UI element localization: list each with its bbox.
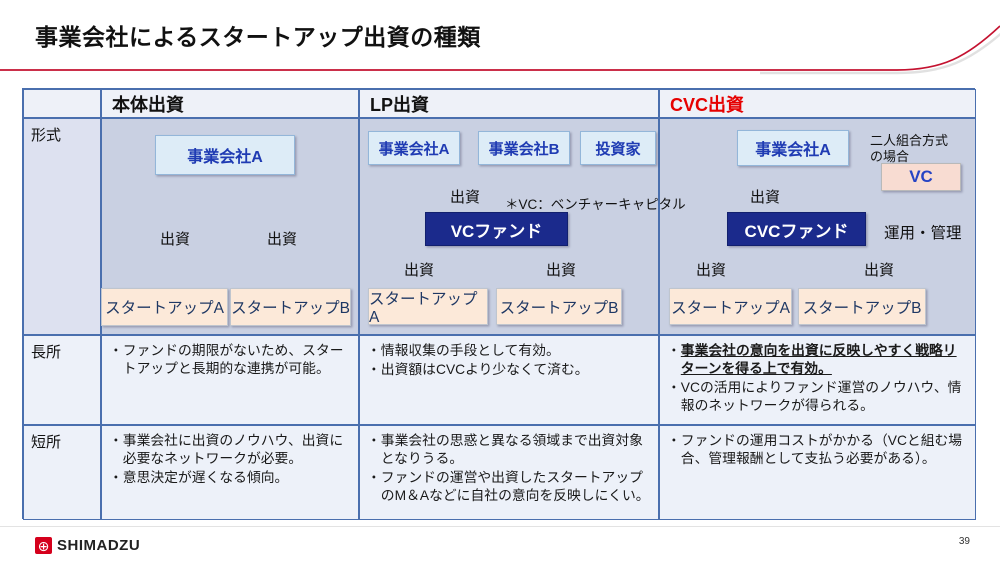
- page-number: 39: [958, 536, 970, 547]
- direct-startup-a-box: スタートアップA: [101, 288, 228, 326]
- cons-lp-1: 事業会社の思惑と異なる領域まで出資対象となりうる。: [380, 433, 643, 466]
- two-person-note: 二人組合方式 の場合: [870, 133, 955, 164]
- direct-invest-label-a: 出資: [160, 231, 191, 248]
- cvc-startup-a-box: スタートアップA: [669, 288, 792, 325]
- cons-cvc-1: ファンドの運用コストがかかる（VCと組む場合、管理報酬として支払う必要がある）。: [680, 433, 963, 466]
- pros-cvc-2: VCの活用によりファンド運営のノウハウ、情報のネットワークが得られる。: [680, 379, 962, 413]
- direct-company-box: 事業会社A: [155, 135, 295, 175]
- vc-footnote: ＊VC：ベンチャーキャピタル: [505, 197, 686, 212]
- lp-vc-fund-box: VCファンド: [425, 212, 568, 246]
- title-swoosh-shadow: [760, 32, 1000, 75]
- lp-company-a-box: 事業会社A: [368, 131, 460, 165]
- cons-direct-2: 意思決定が遅くなる傾向。: [122, 469, 289, 485]
- row-label-format: 形式: [23, 118, 101, 335]
- two-person-note-line1: 二人組合方式: [870, 133, 949, 148]
- bullet-marker: ・: [367, 361, 381, 377]
- lp-invest-label-top: 出資: [450, 189, 481, 206]
- lp-invest-label-b: 出資: [546, 262, 577, 279]
- lp-invest-label-a: 出資: [404, 262, 435, 279]
- lp-investor-box: 投資家: [580, 131, 656, 165]
- direct-startup-b-box: スタートアップB: [230, 288, 351, 326]
- cons-cell-lp: ・事業会社の思惑と異なる領域まで出資対象となりうる。 ・ファンドの運営や出資した…: [359, 425, 659, 520]
- cons-cell-cvc: ・ファンドの運用コストがかかる（VCと組む場合、管理報酬として支払う必要がある）…: [659, 425, 976, 520]
- cons-cell-direct: ・事業会社に出資のノウハウ、出資に必要なネットワークが必要。 ・意思決定が遅くな…: [101, 425, 359, 520]
- bullet-marker: ・: [109, 343, 123, 358]
- lp-company-b-box: 事業会社B: [478, 131, 570, 165]
- company-logo: ⊕ SHIMADZU: [35, 537, 140, 554]
- cvc-invest-label-a: 出資: [696, 262, 727, 279]
- col-header-lp: LP出資: [359, 89, 659, 118]
- cvc-company-box: 事業会社A: [737, 130, 849, 166]
- page-title: 事業会社によるスタートアップ出資の種類: [35, 24, 481, 50]
- cvc-invest-label-b: 出資: [864, 262, 895, 279]
- cons-lp-2: ファンドの運営や出資したスタートアップのM＆Aなどに自社の意向を反映しにくい。: [380, 469, 650, 503]
- pros-lp-2: 出資額はCVCより少なくて済む。: [380, 361, 589, 377]
- shimadzu-mark-icon: ⊕: [35, 537, 52, 554]
- direct-invest-label-b: 出資: [267, 231, 298, 248]
- row-label-pros: 長所: [23, 335, 101, 425]
- lp-startup-a-box: スタートアップA: [368, 288, 488, 326]
- row-label-cons: 短所: [23, 425, 101, 520]
- corner-cell: [23, 89, 101, 118]
- bullet-marker: ・: [667, 343, 681, 358]
- lp-startup-b-box: スタートアップB: [496, 288, 622, 325]
- bullet-marker: ・: [667, 433, 681, 448]
- pros-direct-1: ファンドの期限がないため、スタートアップと長期的な連携が可能。: [122, 343, 344, 376]
- col-header-cvc: CVC出資: [659, 89, 976, 118]
- bullet-marker: ・: [667, 379, 681, 395]
- bullet-marker: ・: [367, 433, 381, 448]
- footer-divider: [0, 526, 1000, 527]
- cvc-startup-b-box: スタートアップB: [798, 288, 926, 325]
- col-header-direct: 本体出資: [101, 89, 359, 118]
- bullet-marker: ・: [367, 469, 381, 485]
- pros-cell-lp: ・情報収集の手段として有効。 ・出資額はCVCより少なくて済む。: [359, 335, 659, 425]
- two-person-note-line2: の場合: [870, 148, 910, 164]
- pros-cell-cvc: ・事業会社の意向を出資に反映しやすく戦略リターンを得る上で有効。 ・VCの活用に…: [659, 335, 976, 425]
- pros-cvc-1: 事業会社の意向を出資に反映しやすく戦略リターンを得る上で有効。: [680, 343, 957, 376]
- bullet-marker: ・: [109, 469, 123, 485]
- pros-lp-1: 情報収集の手段として有効。: [380, 343, 560, 358]
- manage-label: 運用・管理: [884, 225, 962, 242]
- cvc-invest-label-top: 出資: [750, 189, 781, 206]
- bullet-marker: ・: [367, 343, 381, 358]
- cons-direct-1: 事業会社に出資のノウハウ、出資に必要なネットワークが必要。: [122, 433, 344, 466]
- cvc-vc-box: VC: [881, 163, 961, 191]
- cvc-fund-box: CVCファンド: [727, 212, 866, 246]
- logo-wordmark: SHIMADZU: [57, 537, 141, 554]
- pros-cell-direct: ・ファンドの期限がないため、スタートアップと長期的な連携が可能。: [101, 335, 359, 425]
- bullet-marker: ・: [109, 433, 123, 448]
